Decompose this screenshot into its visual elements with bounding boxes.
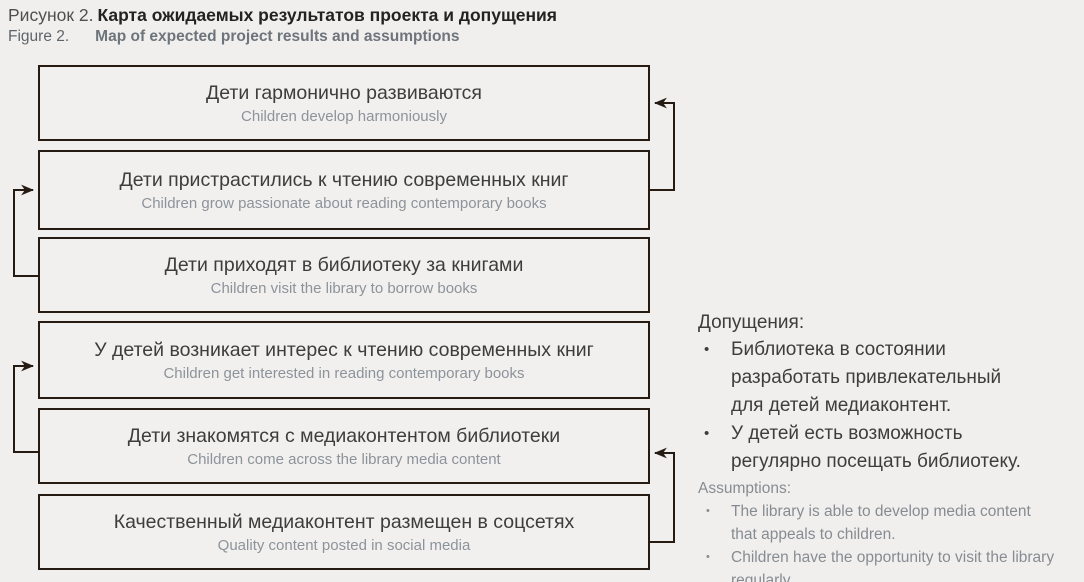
assumption-text-en: The library is able to develop media con…: [731, 503, 1031, 543]
result-box-children-visit-library: Дети приходят в библиотеку за книгами Ch…: [38, 237, 650, 313]
bullet-icon: •: [704, 425, 710, 442]
result-box-title-ru: Дети пристрастились к чтению современных…: [119, 168, 569, 191]
result-box-subtitle-en: Quality content posted in social media: [217, 536, 471, 554]
result-box-title-ru: Дети знакомятся с медиаконтентом библиот…: [127, 424, 561, 447]
result-box-subtitle-en: Children come across the library media c…: [187, 450, 501, 468]
result-box-subtitle-en: Children grow passionate about reading c…: [141, 194, 547, 212]
result-box-title-ru: У детей возникает интерес к чтению совре…: [94, 338, 594, 361]
figure-caption-en: Figure 2. Map of expected project results…: [8, 27, 557, 47]
connector-box5-to-box4: [13, 360, 38, 453]
assumption-text-en: Children have the opportunity to visit t…: [731, 549, 1055, 582]
assumptions-heading-ru: Допущения:: [698, 312, 805, 333]
result-box-subtitle-en: Children visit the library to borrow boo…: [210, 279, 478, 297]
assumptions-panel: Допущения: • Библиотека в состоянии разр…: [698, 309, 1070, 582]
figure-title-en: Map of expected project results and assu…: [95, 28, 460, 45]
connector-box3-to-box2: [13, 184, 38, 277]
bullet-icon: •: [704, 341, 710, 358]
assumption-text-ru: Библиотека в состоянии разработать привл…: [731, 339, 1002, 416]
result-box-quality-content-posted: Качественный медиаконтент размещен в соц…: [38, 494, 650, 570]
figure-label-ru: Рисунок 2.: [8, 5, 94, 25]
figure-caption-ru: Рисунок 2.Карта ожидаемых результатов пр…: [8, 4, 557, 27]
assumption-item-en: • The library is able to develop media c…: [698, 500, 1070, 546]
assumption-item-ru: • У детей есть возможность регулярно пос…: [698, 420, 1070, 476]
result-box-title-ru: Дети приходят в библиотеку за книгами: [164, 253, 524, 276]
assumption-text-ru: У детей есть возможность регулярно посещ…: [731, 423, 1021, 472]
result-box-children-develop-harmoniously: Дети гармонично развиваются Children dev…: [38, 65, 650, 141]
assumptions-heading-en: Assumptions:: [698, 480, 792, 497]
connector-box2-to-box1: [650, 97, 675, 191]
bullet-icon: •: [706, 505, 710, 517]
result-box-subtitle-en: Children develop harmoniously: [241, 107, 447, 125]
bullet-icon: •: [706, 551, 710, 563]
assumption-item-en: • Children have the opportunity to visit…: [698, 546, 1070, 582]
result-box-children-media-content: Дети знакомятся с медиаконтентом библиот…: [38, 408, 650, 484]
assumption-item-ru: • Библиотека в состоянии разработать при…: [698, 336, 1070, 420]
figure-title-ru: Карта ожидаемых результатов проекта и до…: [97, 5, 558, 25]
result-box-children-passionate-reading: Дети пристрастились к чтению современных…: [38, 150, 650, 230]
connector-box6-to-box5: [650, 447, 675, 543]
result-box-children-get-interested: У детей возникает интерес к чтению совре…: [38, 321, 650, 399]
result-box-subtitle-en: Children get interested in reading conte…: [163, 364, 525, 382]
result-box-title-ru: Качественный медиаконтент размещен в соц…: [113, 510, 575, 533]
result-box-title-ru: Дети гармонично развиваются: [206, 81, 482, 104]
figure-caption: Рисунок 2.Карта ожидаемых результатов пр…: [8, 4, 557, 47]
figure-label-en: Figure 2.: [8, 28, 70, 45]
